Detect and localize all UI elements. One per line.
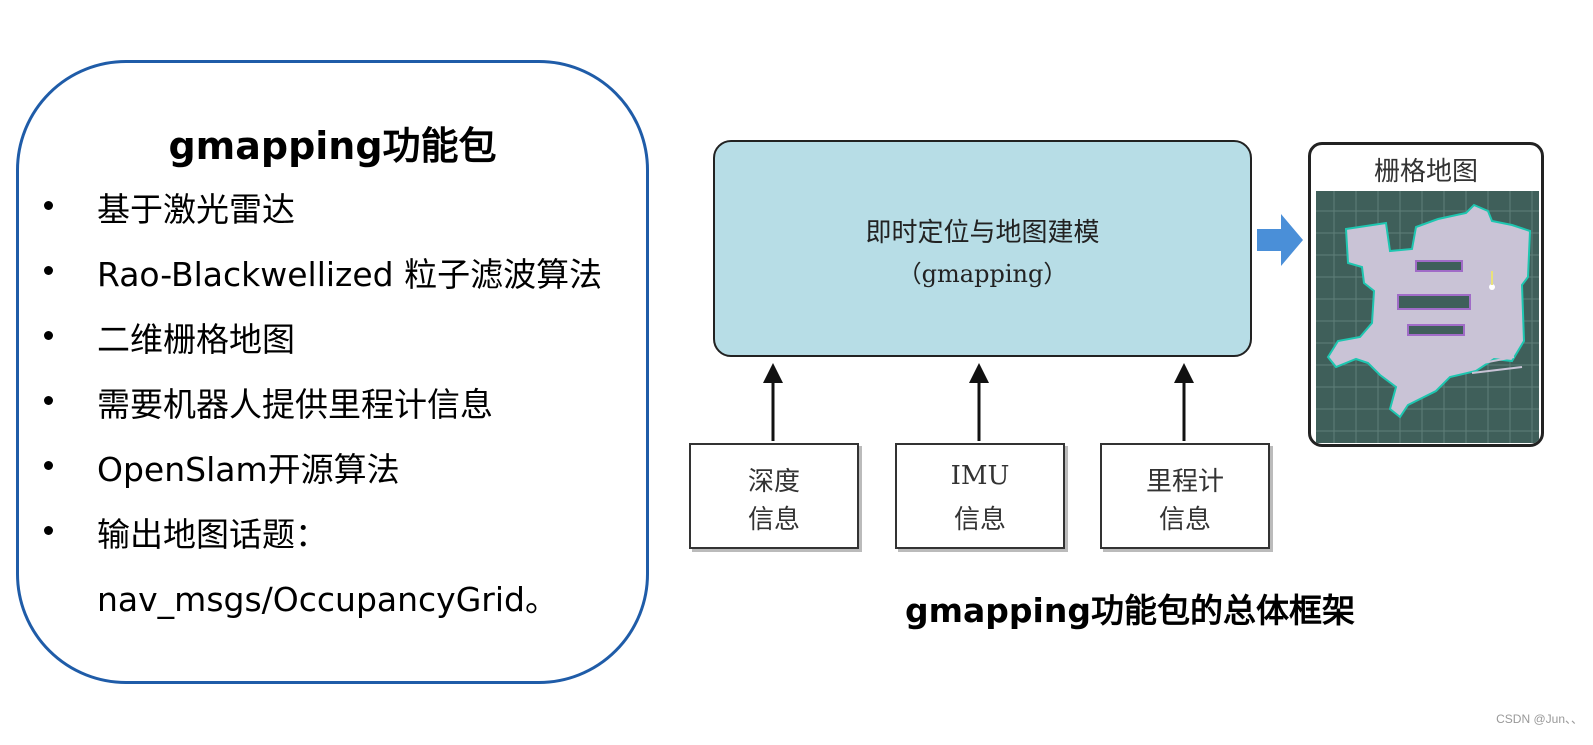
bullet-text: 基于激光雷达 [97,190,295,229]
diagram-caption: gmapping功能包的总体框架 [905,591,1355,630]
bullet-text: OpenSlam开源算法 [97,450,400,489]
info-card: gmapping功能包 基于激光雷达 Rao-Blackwellized 粒子滤… [16,60,649,684]
bullet-text: 二维栅格地图 [97,320,295,359]
bullet-dot-icon [44,201,53,210]
bullet-dot-icon [44,331,53,340]
input-depth-box: 深度 信息 [689,443,859,549]
bullet-item: 需要机器人提供里程计信息 [19,378,646,428]
grid-map-box: 栅格地图 [1308,142,1544,447]
input-label: 信息 [953,505,1006,535]
bullet-item: 输出地图话题： [19,508,646,558]
input-label: 信息 [1158,505,1211,535]
bullet-text: 输出地图话题： [97,515,328,554]
bullet-dot-icon [44,461,53,470]
input-label: 里程计 [1145,467,1224,497]
bullet-dot-icon [44,526,53,535]
bullet-item: 二维栅格地图 [19,313,646,363]
input-odometry-box: 里程计 信息 [1100,443,1270,549]
input-label: 深度 [747,467,800,497]
input-imu-box: IMU 信息 [895,443,1065,549]
card-title: gmapping功能包 [168,124,497,168]
bullet-text: 需要机器人提供里程计信息 [97,385,493,424]
bullet-dot-icon [44,396,53,405]
bullet-continuation: nav_msgs/OccupancyGrid。 [19,573,646,623]
arrow-depth-to-main [763,363,783,441]
input-label: IMU [950,461,1010,491]
process-title: 即时定位与地图建模 [865,218,1100,248]
occupancy-grid-map-image [1316,191,1539,443]
bullet-item: Rao-Blackwellized 粒子滤波算法 [19,248,646,298]
slam-process-box: 即时定位与地图建模 （gmapping） [713,140,1252,357]
bullet-dot-icon [44,266,53,275]
watermark: CSDN @Jun、、 [1496,712,1583,726]
arrow-odom-to-main [1174,363,1194,441]
bullet-continuation-text: nav_msgs/OccupancyGrid。 [97,580,558,619]
bullet-item: OpenSlam开源算法 [19,443,646,493]
arrow-imu-to-main [969,363,989,441]
process-subtitle: （gmapping） [897,260,1068,288]
bullet-text: Rao-Blackwellized 粒子滤波算法 [97,255,603,294]
input-label: 信息 [747,505,800,535]
bullet-item: 基于激光雷达 [19,183,646,233]
arrow-main-to-map [1257,214,1303,266]
grid-map-title: 栅格地图 [1373,157,1478,187]
